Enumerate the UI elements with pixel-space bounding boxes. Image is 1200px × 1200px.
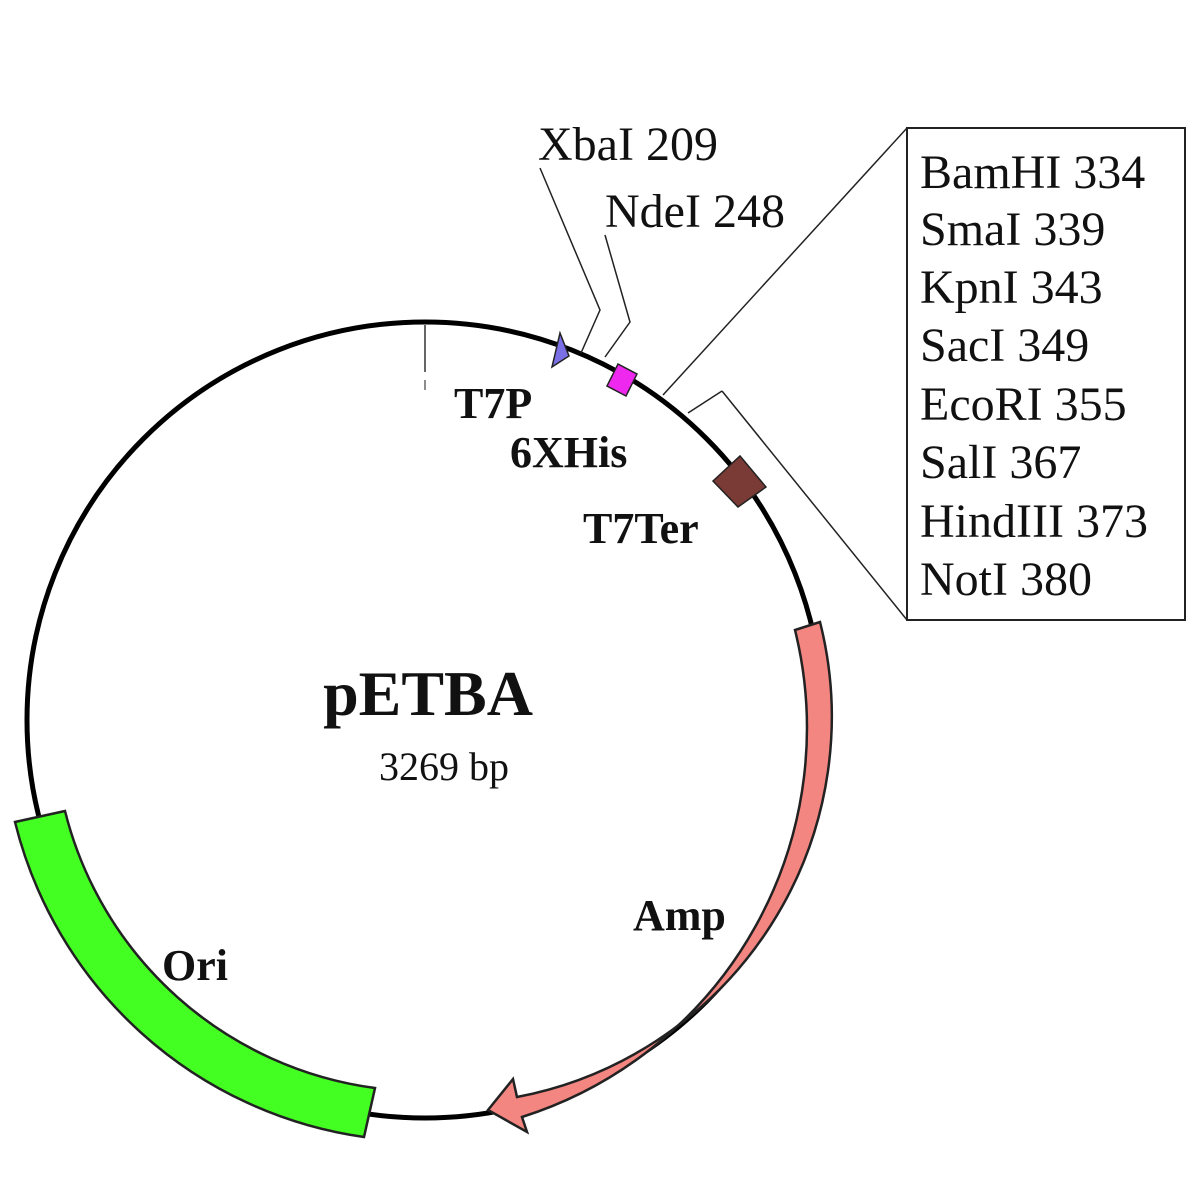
mcs-site-label: EcoRI 355 <box>920 378 1127 431</box>
xbai-site-label: XbaI 209 <box>538 118 718 171</box>
mcs-callout-line-lower <box>687 390 723 414</box>
mcs-site-label: HindIII 373 <box>920 495 1148 548</box>
ndei-site-label: NdeI 248 <box>605 185 785 238</box>
mcs-site-label: SacI 349 <box>920 319 1089 372</box>
mcs-box <box>906 127 1186 621</box>
his-tag-marker <box>606 362 638 398</box>
ori-block <box>13 809 377 1139</box>
xbai-leader-line <box>539 167 601 354</box>
mcs-callout-line-lower-2 <box>721 390 908 621</box>
mcs-site-label: BamHI 334 <box>920 146 1145 199</box>
t7ter-label: T7Ter <box>583 504 699 553</box>
mcs-callout-line-upper <box>662 127 908 396</box>
mcs-site-label: KpnI 343 <box>920 261 1103 314</box>
ndei-leader-line <box>604 234 631 358</box>
mcs-site-label: NotI 380 <box>920 553 1092 606</box>
plasmid-size: 3269 bp <box>379 744 509 789</box>
mcs-site-label: SalI 367 <box>920 436 1081 489</box>
ori-label: Ori <box>162 941 228 990</box>
t7p-promoter-marker <box>550 330 570 369</box>
mcs-site-label: SmaI 339 <box>920 203 1105 256</box>
plasmid-name: pETBA <box>323 658 533 729</box>
amp-label: Amp <box>633 891 726 940</box>
t7p-label: T7P <box>454 379 532 428</box>
t7-terminator-marker <box>711 454 768 508</box>
his-tag-label: 6XHis <box>510 428 627 477</box>
amp-arrow <box>486 620 834 1135</box>
